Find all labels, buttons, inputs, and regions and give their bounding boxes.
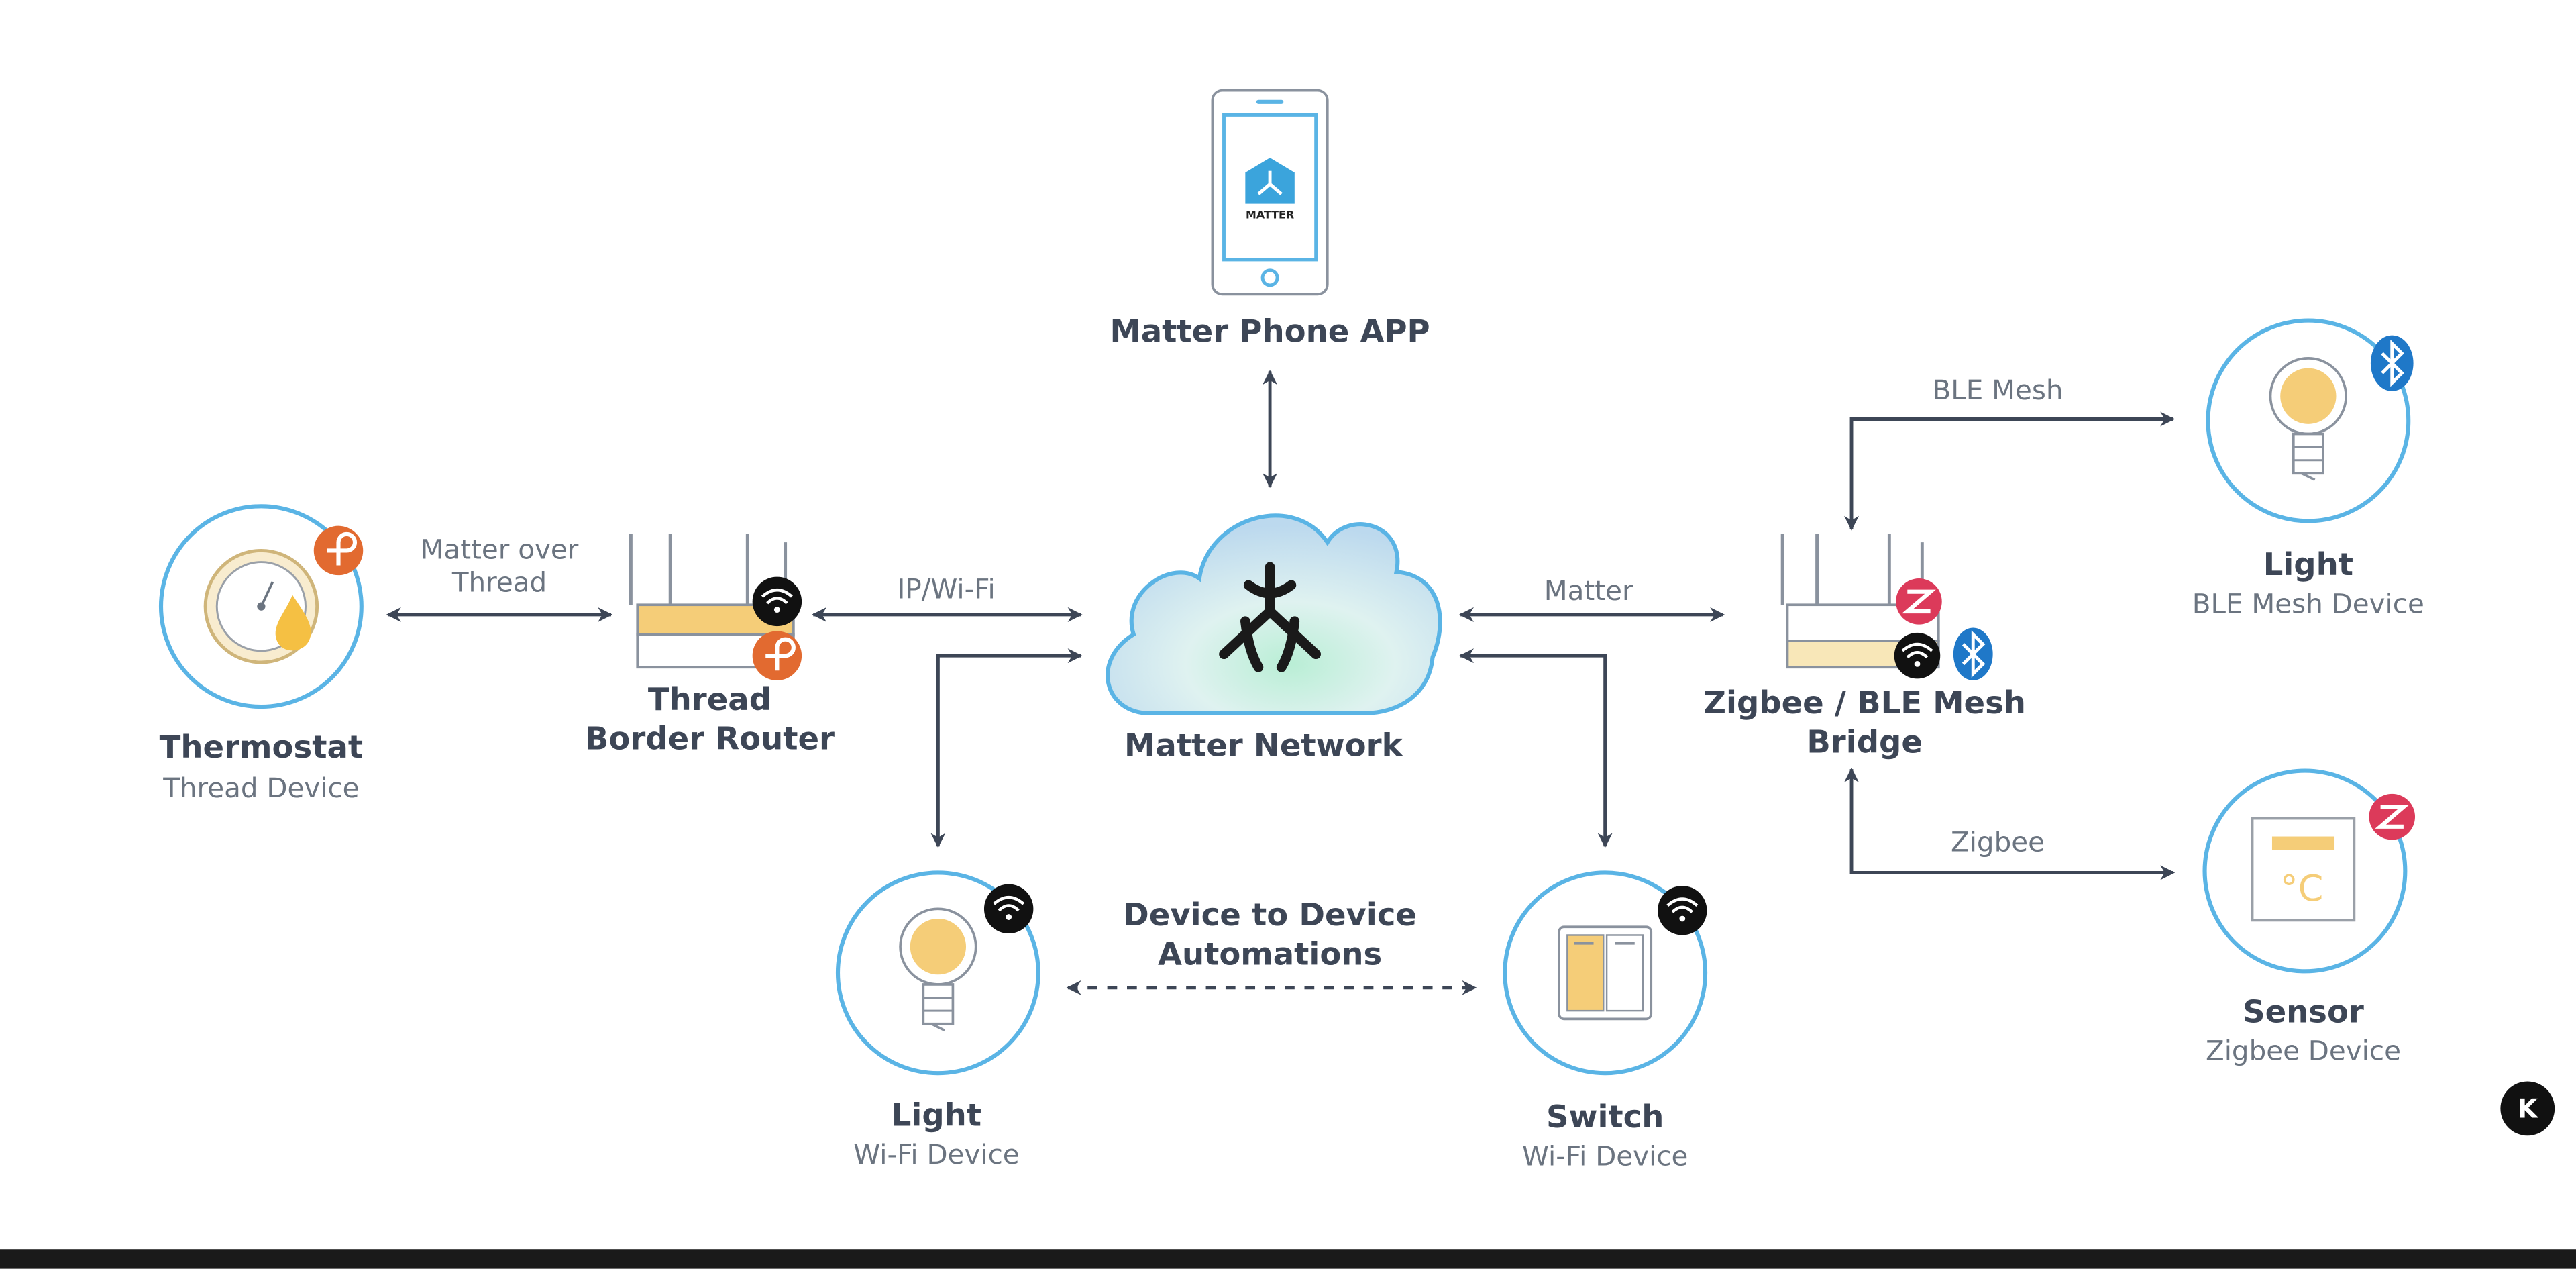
wifi-icon: [752, 576, 802, 627]
automation-label-line1: Device to Device: [1123, 897, 1417, 934]
sensor-icon: °C: [2251, 817, 2356, 922]
bluetooth-icon: [1953, 627, 1993, 680]
sensor-label: Sensor: [2243, 994, 2364, 1031]
cloud-label: Matter Network: [1124, 727, 1403, 764]
zigbee-icon: [1896, 578, 1942, 625]
automation-label-line2: Automations: [1157, 936, 1383, 973]
wifi-light-device: [835, 870, 1040, 1076]
arrow-bridge-ble-light: [1844, 411, 2176, 531]
phone-label: Matter Phone APP: [1110, 313, 1430, 350]
ble-light-label: Light: [2263, 547, 2354, 584]
wifi-icon: [1658, 886, 1707, 935]
arrow-cloud-wifi-light: [930, 648, 1083, 848]
switch-icon: [1558, 925, 1653, 1021]
edge-label-ble-mesh: BLE Mesh: [1932, 374, 2063, 406]
thread-router-label-line2: Border Router: [584, 721, 835, 758]
wifi-light-sublabel: Wi-Fi Device: [853, 1139, 1020, 1170]
connection-arrows: [386, 370, 2176, 995]
switch-sublabel: Wi-Fi Device: [1521, 1140, 1688, 1172]
corner-logo-icon[interactable]: K: [2500, 1081, 2555, 1136]
sensor-sublabel: Zigbee Device: [2206, 1035, 2401, 1067]
thread-icon: [752, 631, 802, 680]
bridge-label-line1: Zigbee / BLE Mesh: [1703, 685, 2026, 722]
wifi-switch-device: [1503, 870, 1708, 1076]
ble-light-sublabel: BLE Mesh Device: [2192, 588, 2424, 620]
bluetooth-icon: [2370, 335, 2414, 391]
bulb-icon: [899, 907, 977, 1032]
edge-label-zigbee: Zigbee: [1951, 826, 2045, 858]
wifi-icon: [983, 884, 1034, 934]
arrow-cloud-wifi-switch: [1458, 648, 1613, 848]
edge-label-thread: Thread: [451, 566, 547, 599]
wifi-light-label: Light: [891, 1097, 982, 1134]
ble-light-device: [2206, 318, 2414, 523]
phone-icon: MATTER: [1211, 89, 1329, 296]
wifi-icon: [1894, 632, 1941, 679]
router-icon: [1780, 534, 1993, 680]
bulb-icon: [2269, 357, 2348, 481]
arrow-bridge-zigbee-sensor: [1844, 767, 2176, 880]
thread-router-label-line1: Thread: [647, 682, 772, 719]
switch-label: Switch: [1546, 1099, 1664, 1136]
zigbee-icon: [2369, 793, 2416, 840]
thread-icon: [313, 525, 364, 576]
bridge-label-line2: Bridge: [1807, 725, 1923, 761]
sensor-unit-text: °C: [2280, 867, 2324, 909]
thermostat-device: [158, 504, 364, 709]
thermostat-label: Thermostat: [159, 729, 364, 766]
matter-app-logo-text: MATTER: [1246, 209, 1294, 221]
zigbee-sensor-device: °C: [2202, 768, 2416, 974]
router-icon: [629, 534, 802, 680]
thermostat-sublabel: Thread Device: [163, 772, 360, 804]
cloud-icon: [1106, 513, 1442, 715]
edge-label-ip-wifi: IP/Wi-Fi: [897, 573, 996, 605]
edge-label-matter: Matter: [1544, 575, 1633, 607]
thermostat-icon: [203, 548, 319, 664]
edge-label-matter-over: Matter over: [420, 534, 579, 566]
matter-logo-icon: [1219, 562, 1321, 672]
bottom-bar: [0, 1249, 2576, 1269]
